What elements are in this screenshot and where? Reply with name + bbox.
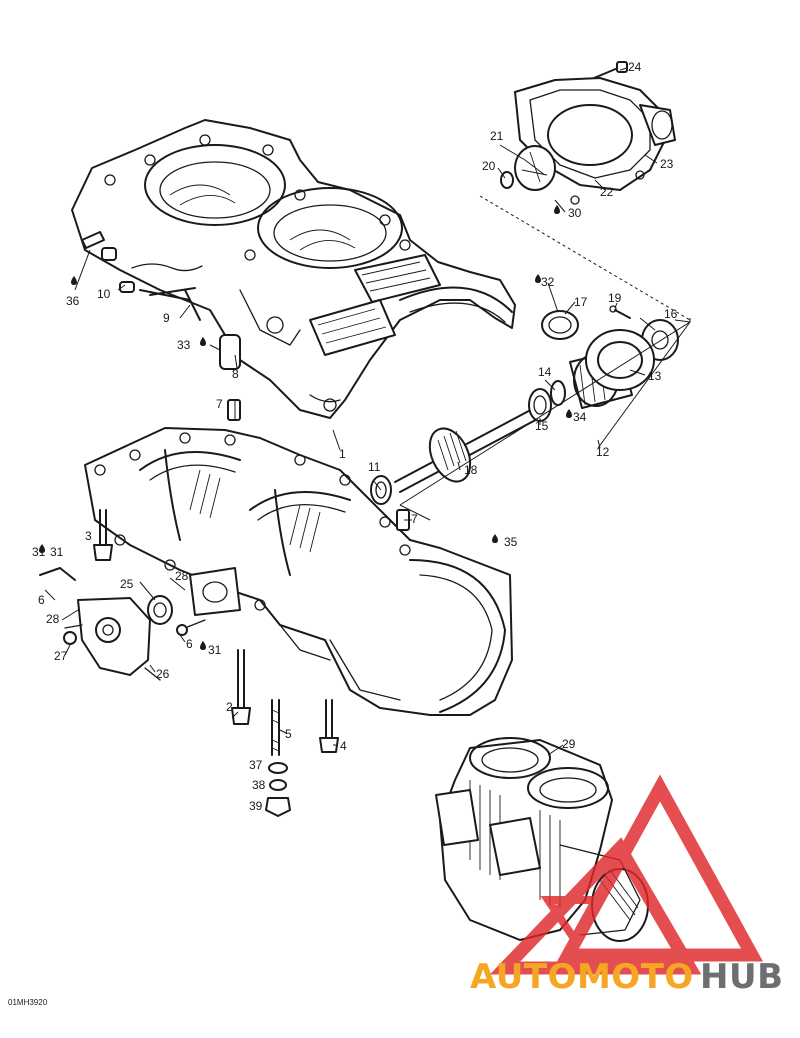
callout-14: 14 bbox=[538, 365, 552, 379]
callout-30: 30 bbox=[568, 206, 582, 220]
callout-11: 11 bbox=[368, 460, 381, 474]
callout-labels: 1234566778910111213141516171819202122232… bbox=[32, 60, 678, 813]
callout-29: 29 bbox=[562, 737, 576, 751]
lube-drop-35 bbox=[492, 534, 498, 543]
callout-6: 6 bbox=[186, 637, 193, 651]
callout-36: 36 bbox=[66, 294, 80, 308]
water-pump-housing bbox=[500, 61, 676, 205]
callout-27: 27 bbox=[54, 649, 68, 663]
callout-2: 2 bbox=[226, 700, 233, 714]
callout-10: 10 bbox=[97, 287, 111, 301]
callout-33: 33 bbox=[177, 338, 191, 352]
callout-39: 39 bbox=[249, 799, 263, 813]
oil-pump-assembly bbox=[39, 567, 206, 681]
callout-5: 5 bbox=[285, 727, 292, 741]
callout-38: 38 bbox=[252, 778, 266, 792]
callout-7: 7 bbox=[411, 512, 418, 526]
callout-6: 6 bbox=[38, 593, 45, 607]
lube-drop-34 bbox=[566, 409, 572, 418]
upper-crankcase bbox=[71, 119, 516, 419]
callout-25: 25 bbox=[120, 577, 134, 591]
callout-15: 15 bbox=[535, 419, 549, 433]
callout-34: 34 bbox=[573, 410, 587, 424]
automotohub-watermark bbox=[489, 774, 764, 975]
callout-35: 35 bbox=[504, 535, 518, 549]
callout-1: 1 bbox=[339, 447, 346, 461]
callout-4: 4 bbox=[340, 739, 347, 753]
callout-28: 28 bbox=[175, 569, 189, 583]
lube-drop-31a bbox=[39, 544, 45, 553]
bolts-lower bbox=[93, 509, 339, 817]
callout-20: 20 bbox=[482, 159, 496, 173]
callout-37: 37 bbox=[249, 758, 263, 772]
callout-23: 23 bbox=[660, 157, 674, 171]
callout-19: 19 bbox=[608, 291, 622, 305]
cylinder-block bbox=[435, 737, 649, 942]
lube-drop-36 bbox=[71, 276, 77, 285]
callout-13: 13 bbox=[648, 369, 662, 383]
callout-16: 16 bbox=[664, 307, 678, 321]
callout-31: 31 bbox=[50, 545, 64, 559]
lube-drop-30 bbox=[554, 205, 560, 214]
lube-drop-31b bbox=[200, 641, 206, 650]
callout-26: 26 bbox=[156, 667, 170, 681]
callout-21: 21 bbox=[490, 129, 504, 143]
leader-lines bbox=[44, 67, 658, 756]
callout-3: 3 bbox=[85, 529, 92, 543]
watermark-brand-right: HUB bbox=[700, 957, 783, 997]
lower-crankcase bbox=[84, 427, 513, 716]
callout-24: 24 bbox=[628, 60, 642, 74]
drawing-code: 01MH3920 bbox=[8, 998, 48, 1007]
lube-drop-33 bbox=[200, 337, 206, 346]
callout-31: 31 bbox=[208, 643, 222, 657]
callout-7: 7 bbox=[216, 397, 223, 411]
callout-28: 28 bbox=[46, 612, 60, 626]
callout-12: 12 bbox=[596, 445, 610, 459]
watermark-brand-left: AUTOMOTO bbox=[470, 957, 694, 997]
callout-9: 9 bbox=[163, 311, 170, 325]
fittings-upper bbox=[81, 231, 241, 370]
lube-drop-32 bbox=[535, 274, 541, 283]
rotary-valve-shaft bbox=[370, 305, 679, 505]
callout-8: 8 bbox=[232, 367, 239, 381]
callout-17: 17 bbox=[574, 295, 588, 309]
callout-32: 32 bbox=[541, 275, 555, 289]
callout-18: 18 bbox=[464, 463, 478, 477]
dowel-7a bbox=[227, 399, 241, 421]
